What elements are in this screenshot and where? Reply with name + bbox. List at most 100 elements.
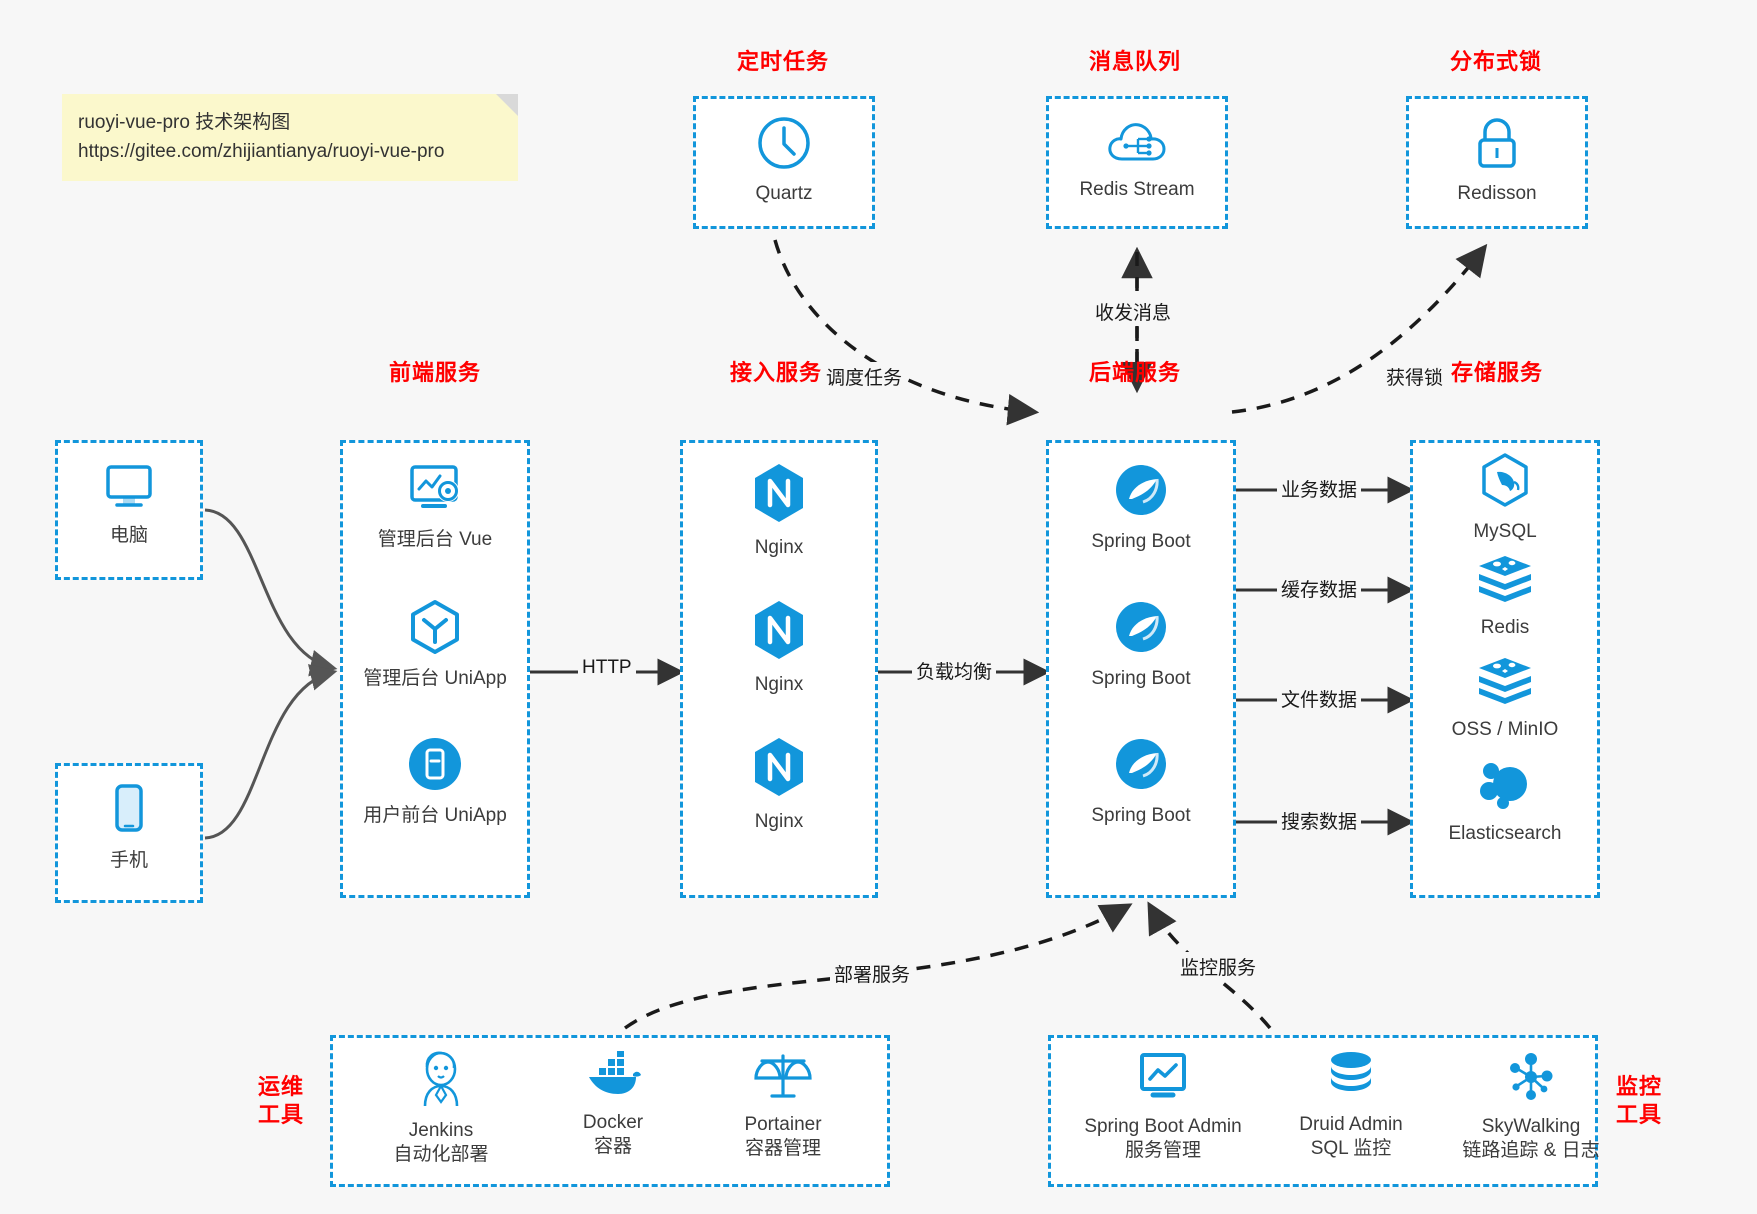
node-label: Docker [582,1112,644,1133]
node-label: Nginx [754,674,804,695]
edge-label-http: HTTP [578,656,636,680]
group-devops: Jenkins 自动化部署 Docker [330,1035,890,1187]
group-client-pc: 电脑 [55,440,203,580]
node-redis[interactable]: Redis [1435,553,1575,640]
padlock-icon [1471,115,1523,176]
spring-leaf-icon [1112,735,1170,798]
edge-label-deploy-service: 部署服务 [830,959,915,988]
nginx-icon [750,461,808,530]
diagram-note: ruoyi-vue-pro 技术架构图 https://gitee.com/zh… [62,94,518,181]
node-label: Redis Stream [1079,179,1195,200]
node-nginx-2[interactable]: Nginx [709,598,849,697]
scales-icon [754,1050,812,1107]
node-docker[interactable]: Docker 容器 [543,1050,683,1159]
note-fold-corner [496,94,518,116]
edge-label-acquire-lock: 获得锁 [1382,362,1448,391]
node-sublabel: 容器管理 [744,1137,821,1159]
group-title-lock: 分布式锁 [1450,49,1543,74]
node-label: Spring Boot [1091,531,1191,552]
group-title-line-1: 运维 [258,1074,305,1099]
monitor-chart-icon [1133,1050,1193,1109]
node-druid-admin[interactable]: Druid Admin SQL 监控 [1261,1050,1441,1161]
node-label: Redisson [1457,183,1537,204]
node-spring-boot-2[interactable]: Spring Boot [1071,598,1211,691]
group-title-storage: 存储服务 [1451,360,1544,385]
edge-label-monitor-service: 监控服务 [1176,952,1261,981]
node-elasticsearch[interactable]: Elasticsearch [1435,757,1575,846]
node-sublabel: 链路追踪 & 日志 [1462,1139,1600,1161]
node-mobile[interactable]: 手机 [69,782,189,873]
group-frontend: 管理后台 Vue 管理后台 UniApp 用户前台 UniApp [340,440,530,898]
node-spring-boot-1[interactable]: Spring Boot [1071,461,1211,554]
hexagon-y-icon [406,598,464,661]
node-label: MySQL [1473,521,1537,542]
elasticsearch-icon [1476,757,1534,816]
node-label: 电脑 [109,525,148,546]
node-jenkins[interactable]: Jenkins 自动化部署 [371,1050,511,1167]
edge-label-cache-data: 缓存数据 [1277,574,1362,603]
node-label: Spring Boot [1091,805,1191,826]
group-title-line-1: 监控 [1616,1074,1663,1099]
node-redisson[interactable]: Redisson [1427,115,1567,206]
database-icon [1323,1050,1379,1107]
group-backend: Spring Boot Spring Boot Spring Boot [1046,440,1236,898]
node-nginx-3[interactable]: Nginx [709,735,849,834]
node-label: Portainer [744,1114,822,1135]
node-spring-boot-3[interactable]: Spring Boot [1071,735,1211,828]
group-mq: Redis Stream [1046,96,1228,229]
node-portainer[interactable]: Portainer 容器管理 [713,1050,853,1161]
node-label: 管理后台 Vue [377,529,493,550]
node-redis-stream[interactable]: Redis Stream [1067,115,1207,202]
mobile-circle-icon [406,735,464,798]
nginx-icon [750,598,808,667]
node-label: Druid Admin [1299,1114,1403,1135]
group-monitor: Spring Boot Admin 服务管理 Druid Admin SQL 监… [1048,1035,1600,1187]
group-gateway: Nginx Nginx Nginx [680,440,878,898]
edge-label-file-data: 文件数据 [1277,684,1362,713]
node-oss-minio[interactable]: OSS / MinIO [1435,655,1575,742]
group-title-monitor: 监控 工具 [1616,1073,1662,1128]
edge-label-search-data: 搜索数据 [1277,806,1362,835]
edge-label-business-data: 业务数据 [1277,474,1362,503]
node-user-uniapp[interactable]: 用户前台 UniApp [363,735,507,828]
group-scheduler: Quartz [693,96,875,229]
group-title-line-2: 工具 [1616,1101,1663,1127]
spring-leaf-icon [1112,461,1170,524]
group-lock: Redisson [1406,96,1588,229]
node-admin-uniapp[interactable]: 管理后台 UniApp [363,598,507,691]
node-mysql[interactable]: MySQL [1435,451,1575,544]
node-quartz[interactable]: Quartz [714,115,854,206]
node-skywalking[interactable]: SkyWalking 链路追踪 & 日志 [1421,1050,1641,1163]
note-title-line: ruoyi-vue-pro 技术架构图 [78,112,291,133]
note-url-line: https://gitee.com/zhijiantianya/ruoyi-vu… [78,141,445,163]
nginx-icon [750,735,808,804]
mysql-dolphin-icon [1476,451,1534,514]
desktop-monitor-icon [100,459,158,518]
clock-icon [756,115,812,176]
node-pc[interactable]: 电脑 [69,459,189,548]
edge-label-send-receive-message: 收发消息 [1091,297,1176,326]
node-nginx-1[interactable]: Nginx [709,461,849,560]
node-label: OSS / MinIO [1451,719,1559,740]
edge-label-schedule-task: 调度任务 [822,362,907,391]
group-title-scheduler: 定时任务 [737,49,830,74]
node-label: Redis [1480,617,1530,638]
node-label: Quartz [755,183,813,204]
group-storage: MySQL Redis [1410,440,1600,898]
node-label: Nginx [754,537,804,558]
node-label: Spring Boot [1091,668,1191,689]
smartphone-icon [109,782,149,843]
edge-label-load-balance: 负载均衡 [912,656,997,685]
node-sublabel: 服务管理 [1124,1139,1201,1161]
node-label: Nginx [754,811,804,832]
node-admin-vue[interactable]: 管理后台 Vue [365,461,505,552]
node-sublabel: 容器 [593,1135,632,1157]
node-spring-boot-admin[interactable]: Spring Boot Admin 服务管理 [1063,1050,1263,1163]
node-label: Elasticsearch [1448,823,1562,844]
node-label: 手机 [109,850,148,871]
node-label: SkyWalking [1481,1116,1581,1137]
node-sublabel: 自动化部署 [393,1143,489,1165]
group-title-backend: 后端服务 [1089,360,1182,385]
group-client-mobile: 手机 [55,763,203,903]
